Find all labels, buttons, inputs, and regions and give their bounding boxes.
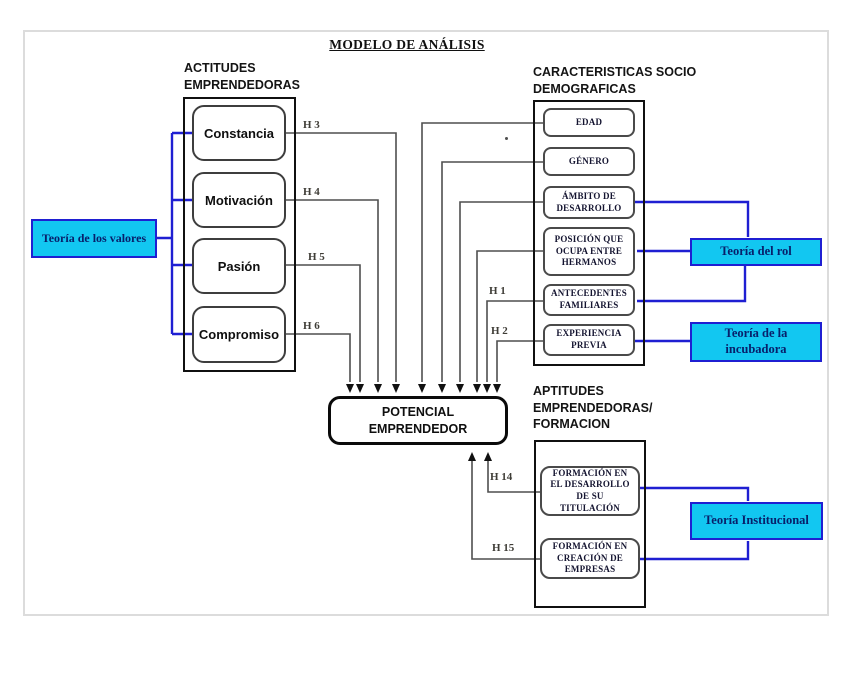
connector-genero [441, 161, 543, 382]
hypothesis-h6-label: H 6 [303, 320, 320, 332]
connector-h6 [286, 333, 351, 382]
page-title: MODELO DE ANÁLISIS [329, 37, 485, 52]
arrowhead [374, 384, 382, 393]
blue-connectors [157, 131, 750, 561]
aptitudes-header: APTITUDES EMPRENDEDORAS/ FORMACION [533, 384, 653, 431]
connector-edad [421, 122, 543, 382]
socio-header: CARACTERISTICAS SOCIO DEMOGRAFICAS [533, 65, 697, 96]
hypothesis-h2-label: H 2 [491, 325, 508, 337]
connector-h3 [286, 132, 397, 382]
hypothesis-h14-label: H 14 [490, 471, 513, 483]
actitudes-header: ACTITUDES EMPRENDEDORAS [184, 61, 300, 92]
arrowhead [392, 384, 400, 393]
connector-ambito-rol [635, 200, 750, 237]
aptitudes-container [534, 440, 646, 608]
arrowhead [493, 384, 501, 393]
box-motivacion: Motivación [192, 172, 286, 228]
hypothesis-h1-label: H 1 [489, 285, 506, 297]
box-antecedentes-familiares: ANTECEDENTES FAMILIARES [543, 284, 635, 316]
box-posicion-hermanos: POSICIÓN QUE OCUPA ENTRE HERMANOS [543, 227, 635, 276]
arrowhead [483, 384, 491, 393]
arrowhead [456, 384, 464, 393]
outer-frame [23, 30, 829, 616]
actitudes-container [183, 97, 296, 372]
connector-h14 [487, 461, 540, 493]
hypothesis-h4-label: H 4 [303, 186, 320, 198]
hypothesis-h15-label: H 15 [492, 542, 515, 554]
arrowheads-up [468, 452, 492, 461]
box-ambito-desarrollo: ÁMBITO DE DESARROLLO [543, 186, 635, 219]
connector-h15 [471, 461, 540, 560]
socio-container [533, 100, 645, 366]
connector-ambito [459, 201, 543, 382]
connector-valores [157, 131, 192, 336]
connector-posicion [476, 250, 543, 382]
box-compromiso: Compromiso [192, 306, 286, 363]
arrowhead [468, 452, 476, 461]
box-edad: EDAD [543, 108, 635, 137]
arrowheads-down [346, 384, 501, 393]
box-experiencia-previa: EXPERIENCIA PREVIA [543, 324, 635, 356]
arrowhead [438, 384, 446, 393]
box-formacion-empresas: FORMACIÓN EN CREACIÓN DE EMPRESAS [540, 538, 640, 579]
arrowhead [473, 384, 481, 393]
gray-connectors [286, 122, 543, 560]
theory-institucional-box: Teoría Institucional [690, 502, 823, 540]
box-potencial-emprendedor: POTENCIAL EMPRENDEDOR [328, 396, 508, 445]
connector-f2-institucional [640, 541, 750, 561]
theory-valores-box: Teoría de los valores [31, 219, 157, 258]
box-constancia: Constancia [192, 105, 286, 161]
box-genero: GÉNERO [543, 147, 635, 176]
connector-h2 [496, 340, 543, 382]
arrowhead [356, 384, 364, 393]
hypothesis-h3-label: H 3 [303, 119, 320, 131]
arrowhead [346, 384, 354, 393]
arrowhead [418, 384, 426, 393]
hypothesis-h5-label: H 5 [308, 251, 325, 263]
connector-h4 [286, 199, 379, 382]
connector-f1-institucional [640, 486, 750, 501]
theory-rol-box: Teoría del rol [690, 238, 822, 266]
arrowhead [484, 452, 492, 461]
connector-h1 [486, 300, 543, 382]
stray-dot [505, 137, 508, 140]
theory-incubadora-box: Teoría de la incubadora [690, 322, 822, 362]
connector-h5 [286, 264, 361, 382]
connector-rol-antecedentes [637, 266, 747, 303]
box-pasion: Pasión [192, 238, 286, 294]
box-formacion-titulacion: FORMACIÓN EN EL DESARROLLO DE SU TITULAC… [540, 466, 640, 516]
